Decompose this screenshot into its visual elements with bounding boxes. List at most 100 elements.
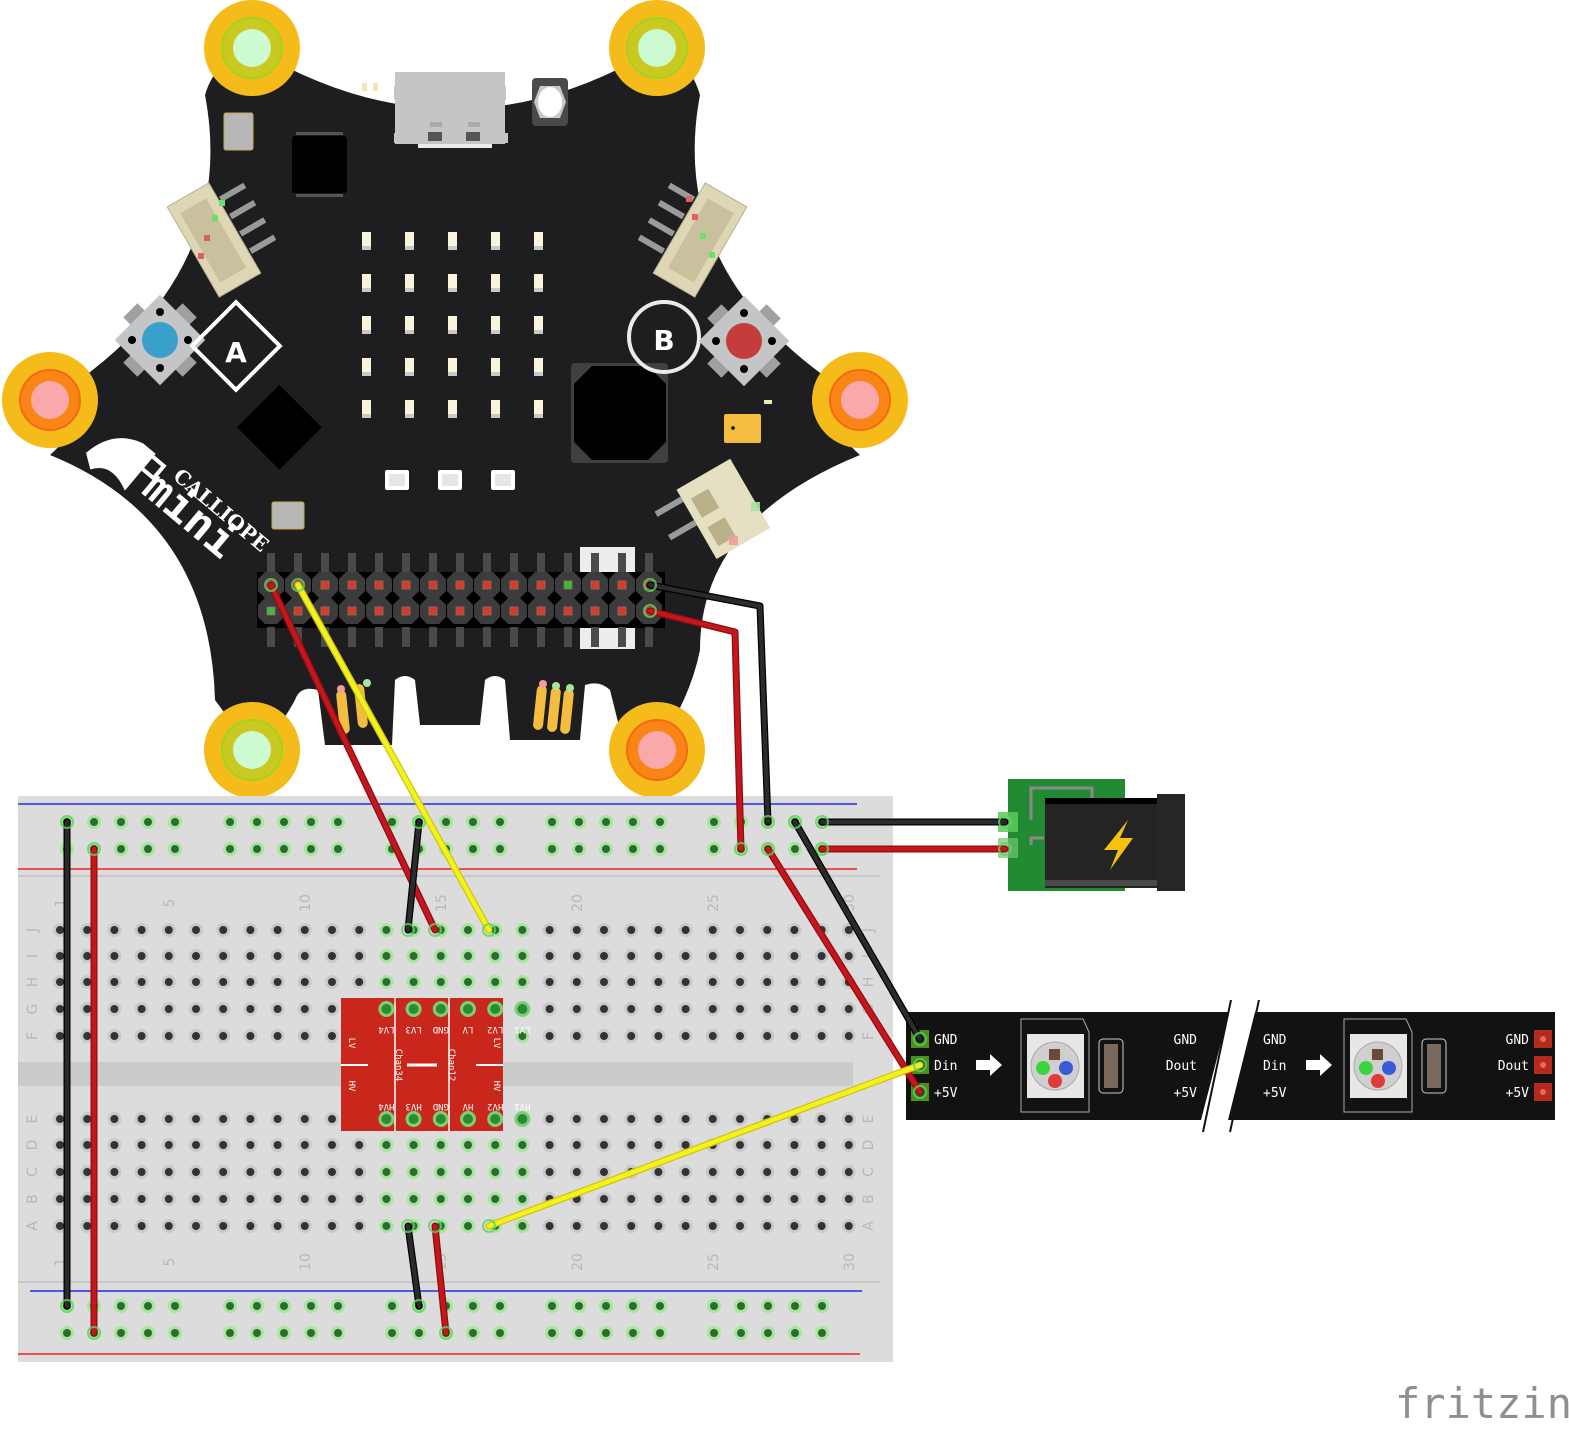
header-pin[interactable] — [320, 580, 330, 590]
dc-power-jack[interactable] — [998, 779, 1185, 891]
hole-center — [273, 1032, 282, 1040]
hole-center — [464, 1195, 472, 1203]
wire-5v-board[interactable] — [647, 608, 744, 852]
hole-center — [681, 1115, 690, 1123]
hole-center — [219, 1195, 228, 1203]
wire-end — [428, 1219, 442, 1233]
battery-connector — [654, 458, 771, 559]
row-letter: J — [861, 928, 877, 933]
led-lens — [1030, 1041, 1080, 1091]
hole-center — [307, 1329, 315, 1337]
header-pin[interactable] — [266, 606, 276, 616]
mount-pad-bottom-left[interactable] — [204, 702, 300, 798]
mount-pad-left[interactable] — [2, 352, 98, 448]
column-number-top: 1 — [53, 899, 69, 908]
wire-gnd-strip[interactable] — [792, 819, 923, 1042]
pad-hole — [1540, 1036, 1546, 1042]
header-pin[interactable] — [590, 580, 600, 590]
wire-gnd-to-hv[interactable] — [405, 1223, 422, 1309]
wire-data-to-lv1[interactable] — [295, 582, 492, 933]
hole-center — [464, 952, 472, 960]
header-pin[interactable] — [563, 606, 573, 616]
header-pin[interactable] — [536, 580, 546, 590]
hole-center — [192, 1222, 200, 1230]
hole-center — [388, 1329, 396, 1337]
hole-center — [164, 952, 173, 960]
calliope-mini-board[interactable]: A B — [2, 0, 908, 798]
wire-gnd-board[interactable] — [647, 582, 771, 825]
header-pin[interactable] — [374, 606, 384, 616]
hole-center — [681, 952, 690, 960]
header-pin[interactable] — [617, 580, 627, 590]
header-pin[interactable] — [347, 606, 357, 616]
matrix-led-base — [491, 372, 500, 376]
wire-end — [815, 842, 829, 856]
led-blue — [1382, 1061, 1396, 1075]
header-leg — [645, 553, 653, 573]
header-pin[interactable] — [509, 606, 519, 616]
header-pin[interactable] — [401, 606, 411, 616]
reset-button[interactable] — [532, 78, 568, 126]
header-pin[interactable] — [617, 606, 627, 616]
mount-pad-top-left[interactable] — [204, 0, 300, 96]
header-pin[interactable] — [536, 606, 546, 616]
header-pin[interactable] — [320, 606, 330, 616]
header-pin[interactable] — [455, 606, 465, 616]
header-pin[interactable] — [347, 580, 357, 590]
mount-pad-bottom-right[interactable] — [609, 702, 705, 798]
hole-center — [307, 818, 315, 826]
wire-3v3-to-lv[interactable] — [268, 582, 438, 933]
header-pin[interactable] — [482, 580, 492, 590]
wire-data-strip[interactable] — [486, 1062, 923, 1229]
wire-gnd-to-lv[interactable] — [405, 819, 422, 933]
hole-center — [273, 978, 282, 986]
wire-5v-to-hv[interactable] — [432, 1223, 449, 1336]
hole-center — [110, 952, 119, 960]
button-b[interactable]: B — [627, 282, 803, 401]
hole-center — [300, 1222, 309, 1230]
matrix-led-base — [534, 372, 543, 376]
hole-center — [763, 1222, 772, 1230]
hole-center — [518, 978, 527, 986]
hole-center — [110, 1195, 119, 1203]
hole-center — [328, 1032, 336, 1040]
header-leg — [267, 553, 275, 573]
mount-pad-right[interactable] — [812, 352, 908, 448]
button-a[interactable]: A — [101, 281, 283, 400]
header-pin[interactable] — [428, 606, 438, 616]
header-pin[interactable] — [482, 606, 492, 616]
header-leg — [564, 627, 572, 647]
hole-center — [300, 926, 309, 934]
wire-5v-strip[interactable] — [765, 846, 923, 1095]
header-pin[interactable] — [293, 606, 303, 616]
hole-center — [355, 1195, 364, 1203]
matrix-led-base — [534, 288, 543, 292]
mount-pad-top-right[interactable] — [609, 0, 705, 96]
hole-center — [844, 952, 853, 960]
hole-center — [409, 1168, 418, 1176]
header-pin[interactable] — [590, 606, 600, 616]
hole-center — [545, 952, 554, 960]
header-pin[interactable] — [428, 580, 438, 590]
hole-center — [627, 1032, 636, 1040]
header-pin[interactable] — [401, 580, 411, 590]
led-lens — [1353, 1041, 1403, 1091]
header-pin[interactable] — [509, 580, 519, 590]
hole-center — [382, 1141, 391, 1149]
header-pin[interactable] — [374, 580, 384, 590]
hole-center — [545, 1141, 554, 1149]
hole-center — [110, 926, 119, 934]
grove-connector-left — [166, 182, 277, 298]
header-pin[interactable] — [455, 580, 465, 590]
hole-center — [300, 1168, 309, 1176]
wire-end — [401, 1219, 415, 1233]
hole-center — [708, 978, 717, 986]
capacitor — [1104, 1044, 1118, 1088]
hole-center — [708, 1195, 717, 1203]
hole-center — [629, 818, 637, 826]
hole-center — [328, 1005, 336, 1013]
header-pin[interactable] — [563, 580, 573, 590]
